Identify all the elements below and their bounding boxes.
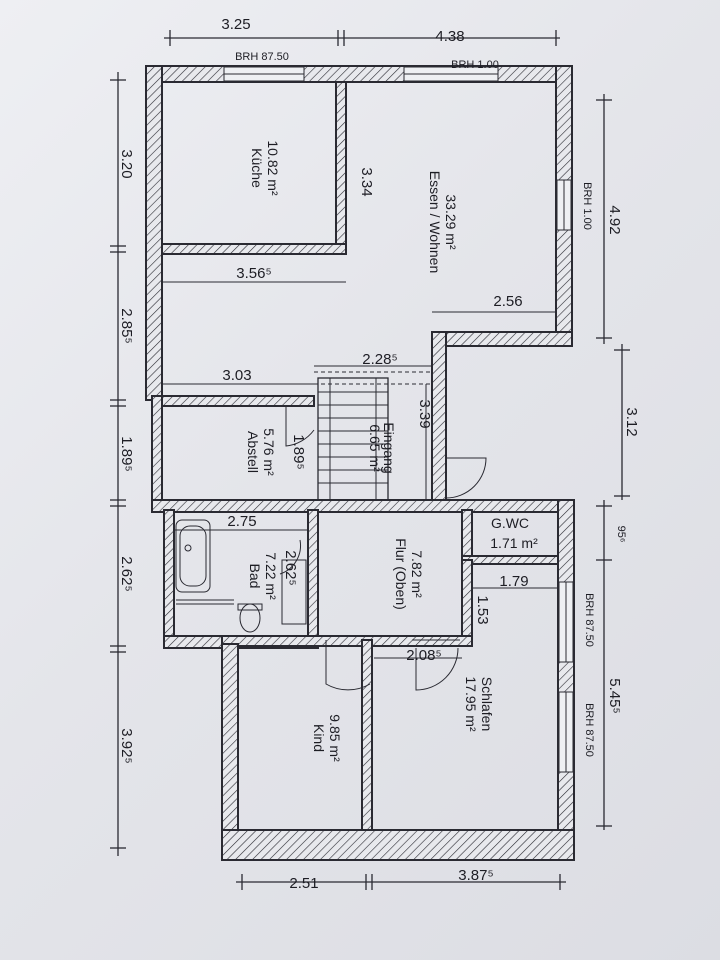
room-abstell-name: Abstell xyxy=(245,431,261,473)
windows xyxy=(223,66,574,773)
room-flur-area: 7.82 m² xyxy=(409,550,425,598)
wall-divider xyxy=(361,639,373,837)
wall-wc-bottom xyxy=(461,555,559,565)
dim-kueche-width: 3.56⁵ xyxy=(236,265,271,282)
brh-top-left: BRH 87.50 xyxy=(235,51,289,63)
inner-dimension-lines xyxy=(162,120,558,659)
dim-left-1: 3.20 xyxy=(118,149,135,178)
dim-kueche-height: 3.34 xyxy=(358,167,375,196)
room-kueche-area: 10.82 m² xyxy=(265,140,281,196)
dim-bottom-2: 3.87⁵ xyxy=(458,867,493,884)
wall-abstell-left xyxy=(151,395,163,503)
dim-left-4: 2.62⁵ xyxy=(118,556,135,591)
dim-eingang-depth: 3.39 xyxy=(416,399,433,428)
wall-bedroom-top xyxy=(221,635,473,647)
room-gwc-name: G.WC xyxy=(491,515,529,531)
room-schlafen-area: 17.95 m² xyxy=(463,676,479,732)
staircase xyxy=(314,371,432,501)
dim-left-2: 2.85⁵ xyxy=(118,308,135,343)
doors xyxy=(279,406,487,691)
room-essen-area: 33.29 m² xyxy=(443,194,459,250)
dim-right-3: 95⁶ xyxy=(615,526,627,543)
dim-right-4: 5.45⁵ xyxy=(606,678,623,713)
room-schlafen-name: Schlafen xyxy=(479,677,495,731)
room-eingang-area: 6.65 m² xyxy=(367,424,383,472)
wall-bath-right xyxy=(307,509,319,649)
room-abstell-area: 5.76 m² xyxy=(261,428,277,476)
room-essen: Essen / Wohnen 33.29 m² xyxy=(427,171,459,273)
room-eingang: Eingang 6.65 m² xyxy=(367,422,397,473)
outer-dimension-lines xyxy=(110,30,630,890)
dim-abstell-width: 3.03 xyxy=(222,367,251,384)
dim-right-2: 3.12 xyxy=(623,407,640,436)
room-bad-area: 7.22 m² xyxy=(263,552,279,600)
room-flur: Flur (Oben) 7.82 m² xyxy=(393,538,425,610)
room-flur-name: Flur (Oben) xyxy=(393,538,409,610)
room-bad: Bad 7.22 m² xyxy=(247,552,279,600)
dim-bad-width: 2.75 xyxy=(227,513,256,530)
dim-essen-lower: 2.56 xyxy=(493,293,522,310)
wall-abstell-top xyxy=(151,395,315,407)
room-kind: Kind 9.85 m² xyxy=(311,714,343,762)
dim-left-5: 3.92⁵ xyxy=(118,728,135,763)
dim-left-3: 1.89⁵ xyxy=(118,436,135,471)
dim-stair-width: 2.28⁵ xyxy=(362,351,397,368)
wall-right-lower xyxy=(557,499,575,847)
room-bad-name: Bad xyxy=(247,564,263,589)
wall-step xyxy=(431,331,573,347)
wall-middle xyxy=(151,499,575,513)
dim-top-2: 4.38 xyxy=(435,28,464,45)
brh-right-bed-2: BRH 87.50 xyxy=(583,703,595,757)
room-abstell: Abstell 5.76 m² xyxy=(245,428,277,476)
brh-top-right: BRH 1.00 xyxy=(451,59,499,71)
wall-entry-right xyxy=(431,331,447,503)
room-kueche-name: Küche xyxy=(249,148,265,188)
dim-abstell-depth: 1.89⁵ xyxy=(290,434,307,469)
wall-kitchen-bottom xyxy=(161,243,347,255)
room-essen-name: Essen / Wohnen xyxy=(427,171,443,273)
wall-left-lower xyxy=(221,643,239,861)
wall-top xyxy=(145,65,573,83)
dim-right-1: 4.92 xyxy=(606,205,623,234)
wall-kitchen-right xyxy=(335,81,347,255)
room-kind-name: Kind xyxy=(311,724,327,752)
wall-bottom xyxy=(221,829,575,861)
room-schlafen: Schlafen 17.95 m² xyxy=(463,676,495,732)
room-gwc-area: 1.71 m² xyxy=(490,535,538,551)
wall-wc-left xyxy=(461,509,473,559)
dim-schlafen-gap: 1.53 xyxy=(474,595,491,624)
bath-fixtures xyxy=(175,519,307,633)
dim-top-1: 3.25 xyxy=(221,16,250,33)
walls xyxy=(145,65,575,861)
room-gwc: G.WC 1.71 m² xyxy=(490,515,538,551)
room-eingang-name: Eingang xyxy=(381,422,397,473)
wall-left-upper xyxy=(145,65,163,401)
dim-kind-door: 2.08⁵ xyxy=(406,647,441,664)
dim-wc-depth: 1.79 xyxy=(499,573,528,590)
wall-bath-left xyxy=(163,509,175,647)
dim-bottom-1: 2.51 xyxy=(289,875,318,892)
brh-right-bed-1: BRH 87.50 xyxy=(583,593,595,647)
wall-schlafen-left xyxy=(461,559,473,641)
room-kind-area: 9.85 m² xyxy=(327,714,343,762)
dim-bad-depth: 2.62⁵ xyxy=(282,550,299,585)
room-kueche: Küche 10.82 m² xyxy=(249,140,281,196)
brh-right-living: BRH 1.00 xyxy=(581,182,593,230)
